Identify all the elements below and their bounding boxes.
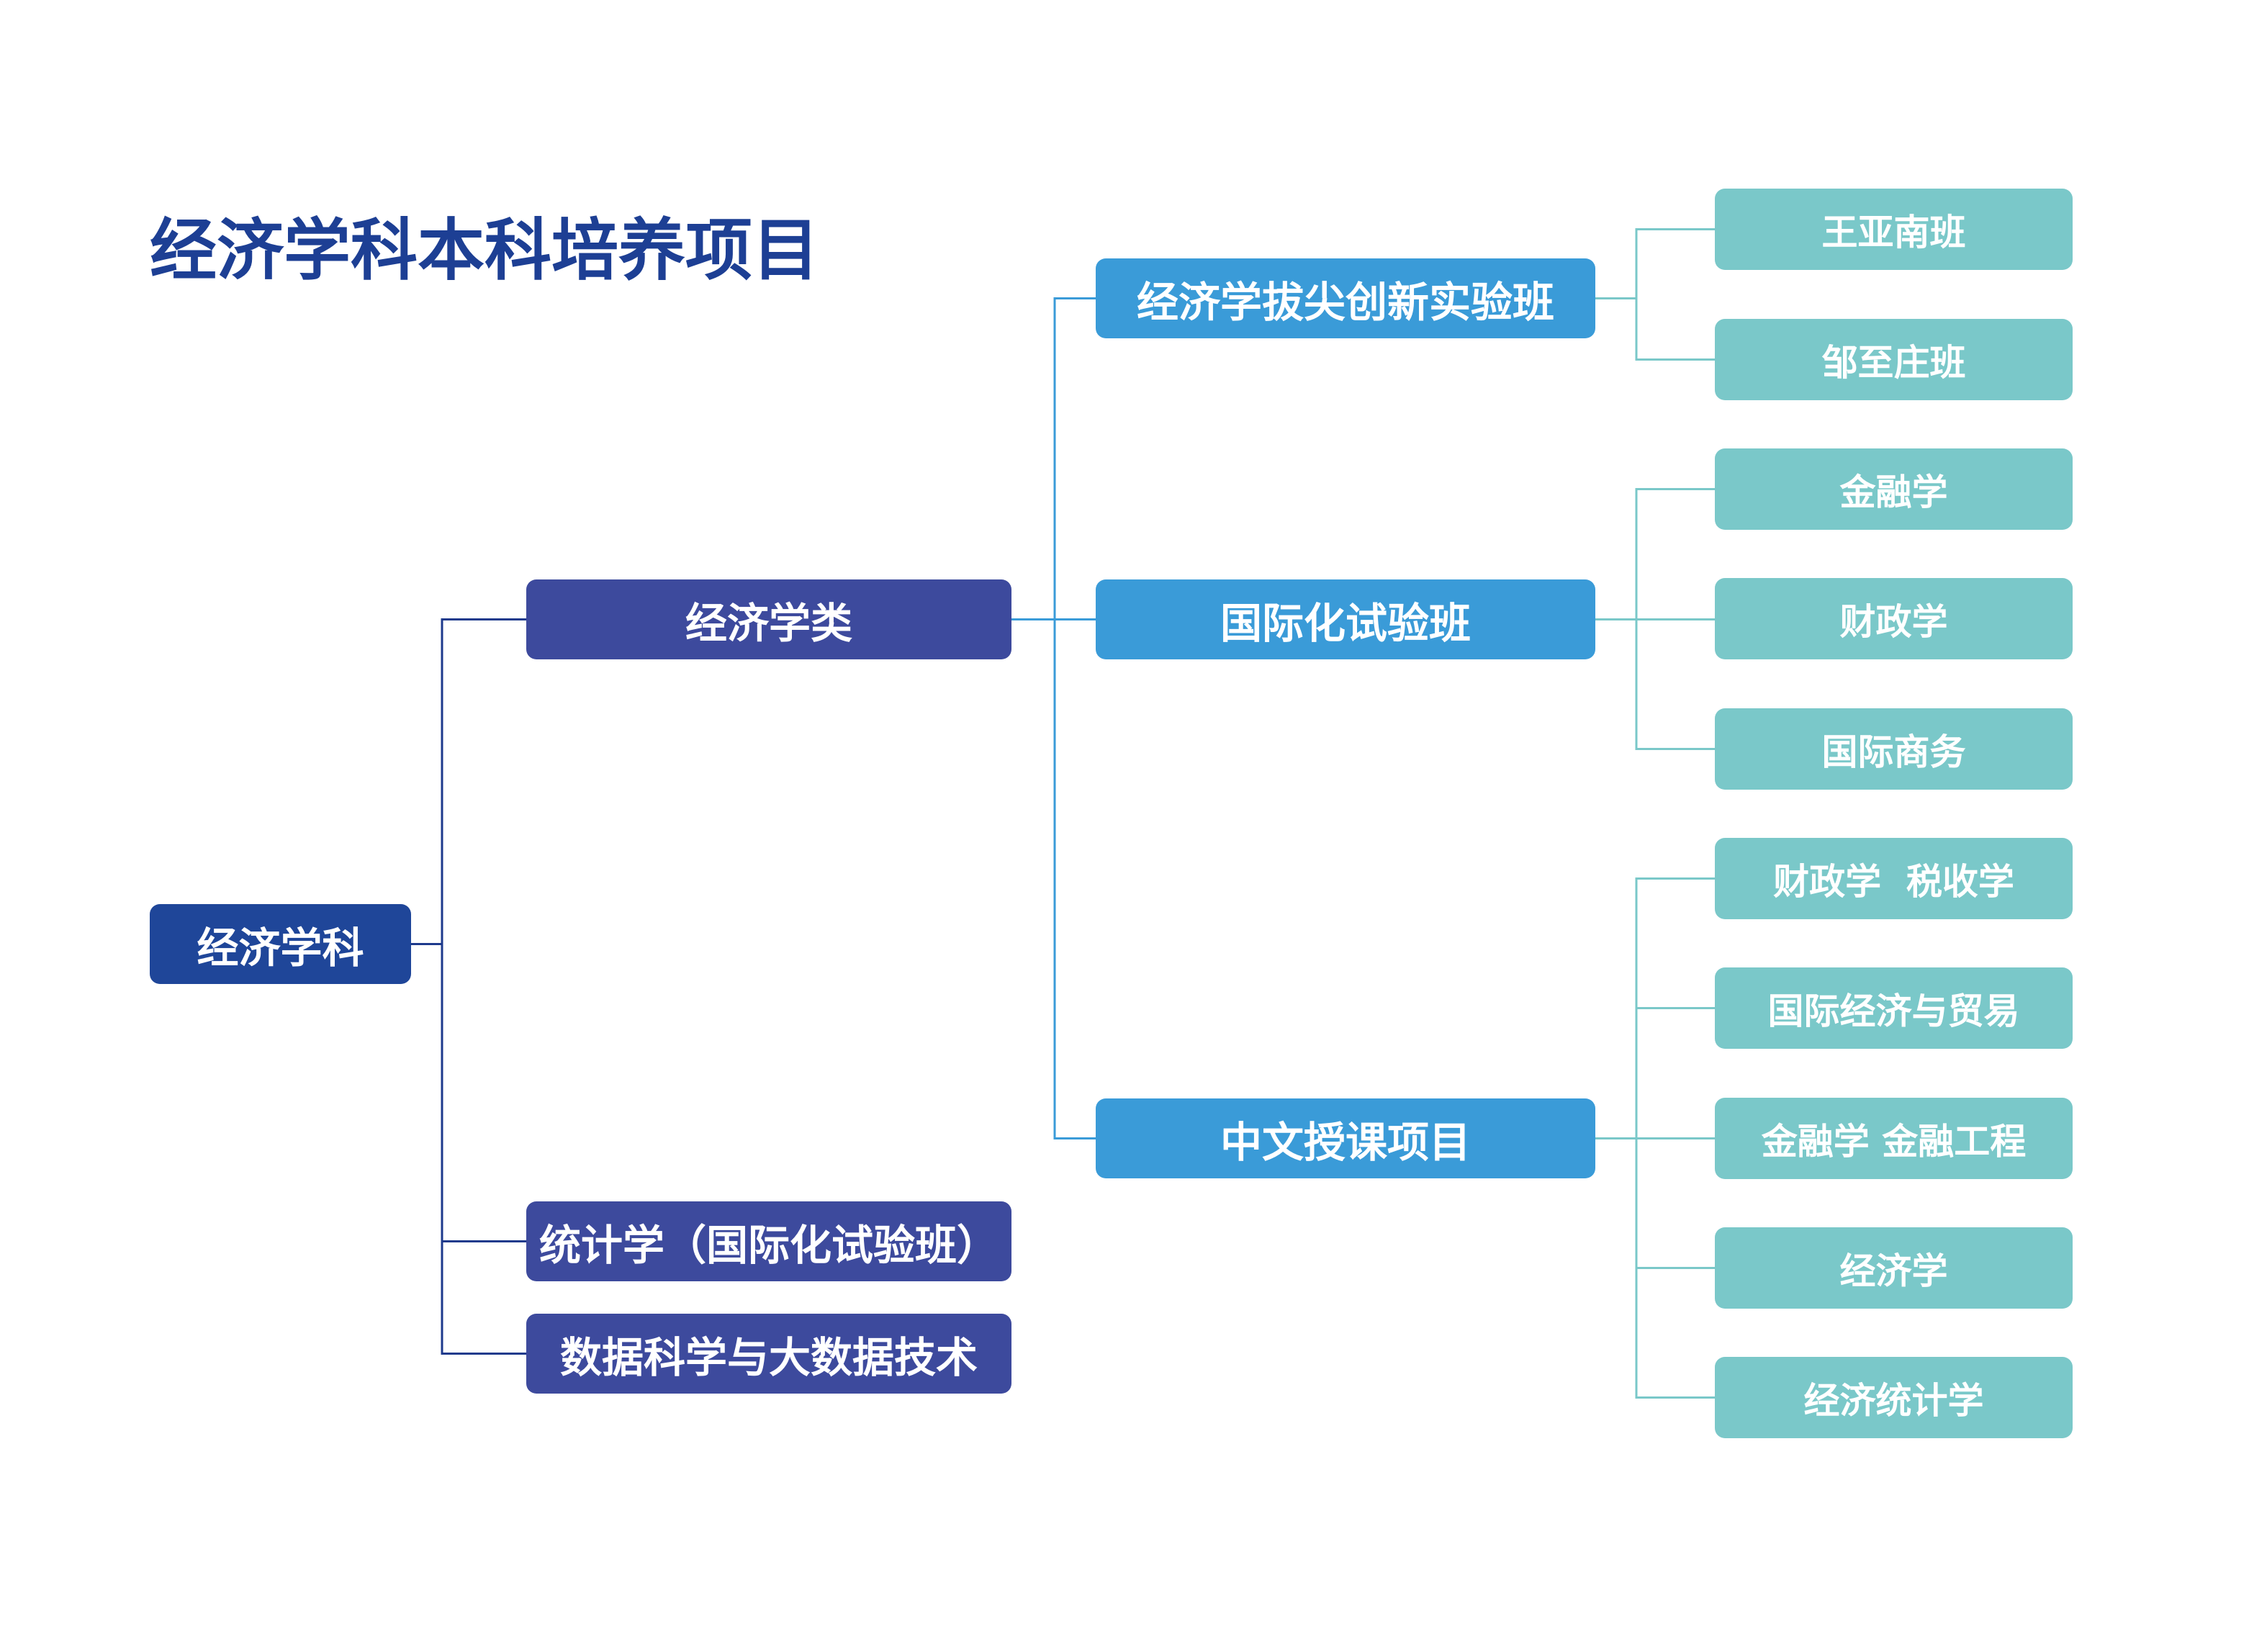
level1-node-economics: 经济学类 — [526, 579, 1011, 659]
level2-node-chinese-program: 中文授课项目 — [1096, 1098, 1595, 1178]
level3-node: 金融学 — [1715, 448, 2073, 530]
level3-node: 经济学 — [1715, 1227, 2073, 1309]
level3-node: 金融学 金融工程 — [1715, 1098, 2073, 1179]
level2-node-international-class: 国际化试验班 — [1096, 579, 1595, 659]
level2-node-topnotch-class: 经济学拔尖创新实验班 — [1096, 258, 1595, 338]
level3-node: 国际商务 — [1715, 708, 2073, 790]
level3-node: 国际经济与贸易 — [1715, 967, 2073, 1049]
root-node: 经济学科 — [150, 904, 411, 984]
level1-node-data-science: 数据科学与大数据技术 — [526, 1314, 1011, 1394]
level3-node: 财政学 税收学 — [1715, 838, 2073, 919]
level3-node: 财政学 — [1715, 578, 2073, 659]
level3-node: 邹至庄班 — [1715, 319, 2073, 400]
level1-node-statistics: 统计学（国际化试验班） — [526, 1201, 1011, 1281]
diagram-title: 经济学科本科培养项目 — [150, 212, 819, 289]
level3-node: 经济统计学 — [1715, 1357, 2073, 1438]
level3-node: 王亚南班 — [1715, 189, 2073, 270]
